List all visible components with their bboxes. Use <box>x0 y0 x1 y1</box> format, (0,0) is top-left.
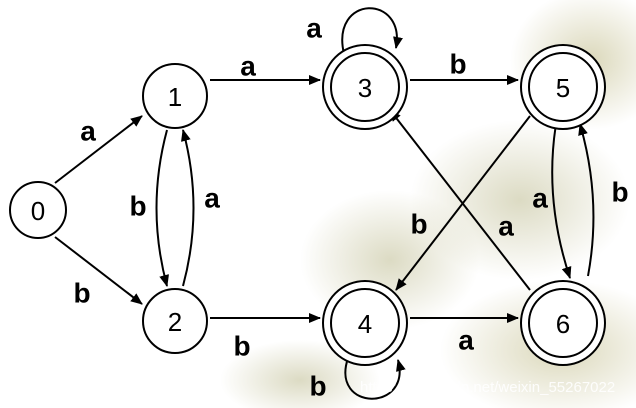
edge-label-0-1: a <box>80 116 96 147</box>
edge-label-2-1: a <box>204 183 220 214</box>
state-0: 0 <box>9 181 67 239</box>
state-3-accepting: 3 <box>322 44 408 130</box>
edges <box>54 7 595 400</box>
edge-label-5-4: b <box>410 209 427 240</box>
edge-label-5-6: a <box>532 183 548 214</box>
edge-4-4-loop <box>344 357 406 400</box>
state-label-2: 2 <box>168 307 182 337</box>
edge-0-1 <box>54 115 143 184</box>
state-label-5: 5 <box>556 73 570 103</box>
state-label-6: 6 <box>556 309 570 339</box>
edge-6-3 <box>389 109 531 291</box>
state-label-1: 1 <box>168 82 182 112</box>
edge-0-2 <box>54 236 143 305</box>
edge-5-6 <box>551 123 572 279</box>
edge-label-2-4: b <box>233 331 250 362</box>
edge-label-1-3: a <box>240 51 256 82</box>
edge-1-2 <box>155 129 169 287</box>
state-label-3: 3 <box>358 73 372 103</box>
edge-label-1-2: b <box>129 191 146 222</box>
state-label-0: 0 <box>31 196 45 226</box>
edge-label-3-3: a <box>306 13 322 44</box>
state-2: 2 <box>142 288 208 354</box>
edge-2-1 <box>181 129 195 287</box>
edge-labels: a b b a a b a b b a b a a b <box>73 13 628 402</box>
edge-label-4-6: a <box>458 325 474 356</box>
state-4-accepting: 4 <box>322 280 408 366</box>
watermark: https://blog.csdn.net/weixin_55267022 <box>360 379 615 396</box>
state-5-accepting: 5 <box>520 44 606 130</box>
edge-label-6-3: a <box>498 211 514 242</box>
state-label-4: 4 <box>358 309 372 339</box>
edge-6-5 <box>578 123 595 277</box>
state-1: 1 <box>142 63 208 129</box>
edge-label-0-2: b <box>73 278 90 309</box>
edge-label-6-5: b <box>611 177 628 208</box>
edge-label-3-5: b <box>449 49 466 80</box>
states: 0 1 2 3 4 5 6 <box>9 44 606 366</box>
state-6-accepting: 6 <box>520 280 606 366</box>
edge-label-4-4: b <box>309 371 326 402</box>
edge-3-3-loop <box>341 7 403 55</box>
